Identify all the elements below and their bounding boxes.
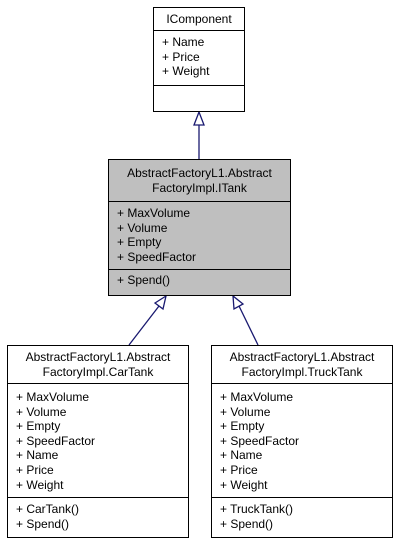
edge-cartank-to-itank bbox=[128, 305, 160, 346]
class-name-line: FactoryImpl.TruckTank bbox=[241, 364, 363, 379]
class-box-itank: AbstractFactoryL1.Abstract FactoryImpl.I… bbox=[108, 159, 291, 296]
class-name-line: FactoryImpl.ITank bbox=[152, 180, 247, 195]
attribute: + Weight bbox=[162, 64, 210, 79]
attribute: + Price bbox=[162, 49, 200, 64]
operation: + Spend() bbox=[220, 516, 274, 531]
generalization-arrowhead bbox=[153, 294, 167, 311]
generalization-arrowhead bbox=[193, 110, 205, 126]
attribute: + SpeedFactor bbox=[220, 433, 300, 448]
class-name-line: AbstractFactoryL1.Abstract bbox=[25, 349, 171, 364]
operations-compartment: + CarTank() + Spend() bbox=[8, 498, 188, 537]
attribute: + Price bbox=[16, 462, 54, 477]
attribute: + Volume bbox=[117, 220, 168, 235]
attribute: + Volume bbox=[16, 404, 67, 419]
class-name: AbstractFactoryL1.Abstract FactoryImpl.T… bbox=[212, 346, 392, 384]
operations-compartment bbox=[154, 86, 244, 111]
class-name-line: AbstractFactoryL1.Abstract bbox=[127, 165, 272, 180]
attributes-compartment: + MaxVolume + Volume + Empty + SpeedFact… bbox=[109, 202, 290, 270]
attribute: + Weight bbox=[220, 477, 268, 492]
attribute: + MaxVolume bbox=[117, 206, 191, 220]
operation: + Spend() bbox=[16, 516, 70, 531]
generalization-arrowhead bbox=[232, 294, 245, 311]
attribute: + Weight bbox=[16, 477, 64, 492]
edge-trucktank-to-itank bbox=[238, 305, 259, 346]
class-box-cartank: AbstractFactoryL1.Abstract FactoryImpl.C… bbox=[7, 345, 189, 538]
attribute: + Empty bbox=[117, 235, 162, 250]
class-box-icomponent: IComponent + Name + Price + Weight bbox=[153, 7, 245, 112]
operation: + TruckTank() bbox=[220, 502, 294, 516]
attribute: + Name bbox=[162, 35, 205, 49]
operations-compartment: + TruckTank() + Spend() bbox=[212, 498, 392, 537]
attribute: + Volume bbox=[220, 404, 271, 419]
operation: + CarTank() bbox=[16, 502, 80, 516]
class-name: AbstractFactoryL1.Abstract FactoryImpl.I… bbox=[109, 160, 290, 202]
operation: + Spend() bbox=[117, 273, 171, 287]
class-name: AbstractFactoryL1.Abstract FactoryImpl.C… bbox=[8, 346, 188, 384]
operations-compartment: + Spend() bbox=[109, 270, 290, 295]
class-name: IComponent bbox=[154, 8, 244, 31]
attributes-compartment: + MaxVolume + Volume + Empty + SpeedFact… bbox=[212, 384, 392, 498]
class-name-line: IComponent bbox=[166, 11, 232, 26]
attribute: + Name bbox=[16, 448, 59, 463]
attribute: + SpeedFactor bbox=[117, 249, 197, 264]
attribute: + Empty bbox=[220, 419, 265, 434]
attribute: + MaxVolume bbox=[16, 390, 90, 404]
attributes-compartment: + Name + Price + Weight bbox=[154, 31, 244, 86]
attribute: + MaxVolume bbox=[220, 390, 294, 404]
class-name-line: AbstractFactoryL1.Abstract bbox=[229, 349, 375, 364]
attribute: + SpeedFactor bbox=[16, 433, 96, 448]
class-box-trucktank: AbstractFactoryL1.Abstract FactoryImpl.T… bbox=[211, 345, 393, 538]
attributes-compartment: + MaxVolume + Volume + Empty + SpeedFact… bbox=[8, 384, 188, 498]
attribute: + Empty bbox=[16, 419, 61, 434]
attribute: + Price bbox=[220, 462, 258, 477]
attribute: + Name bbox=[220, 448, 263, 463]
class-name-line: FactoryImpl.CarTank bbox=[42, 364, 154, 379]
